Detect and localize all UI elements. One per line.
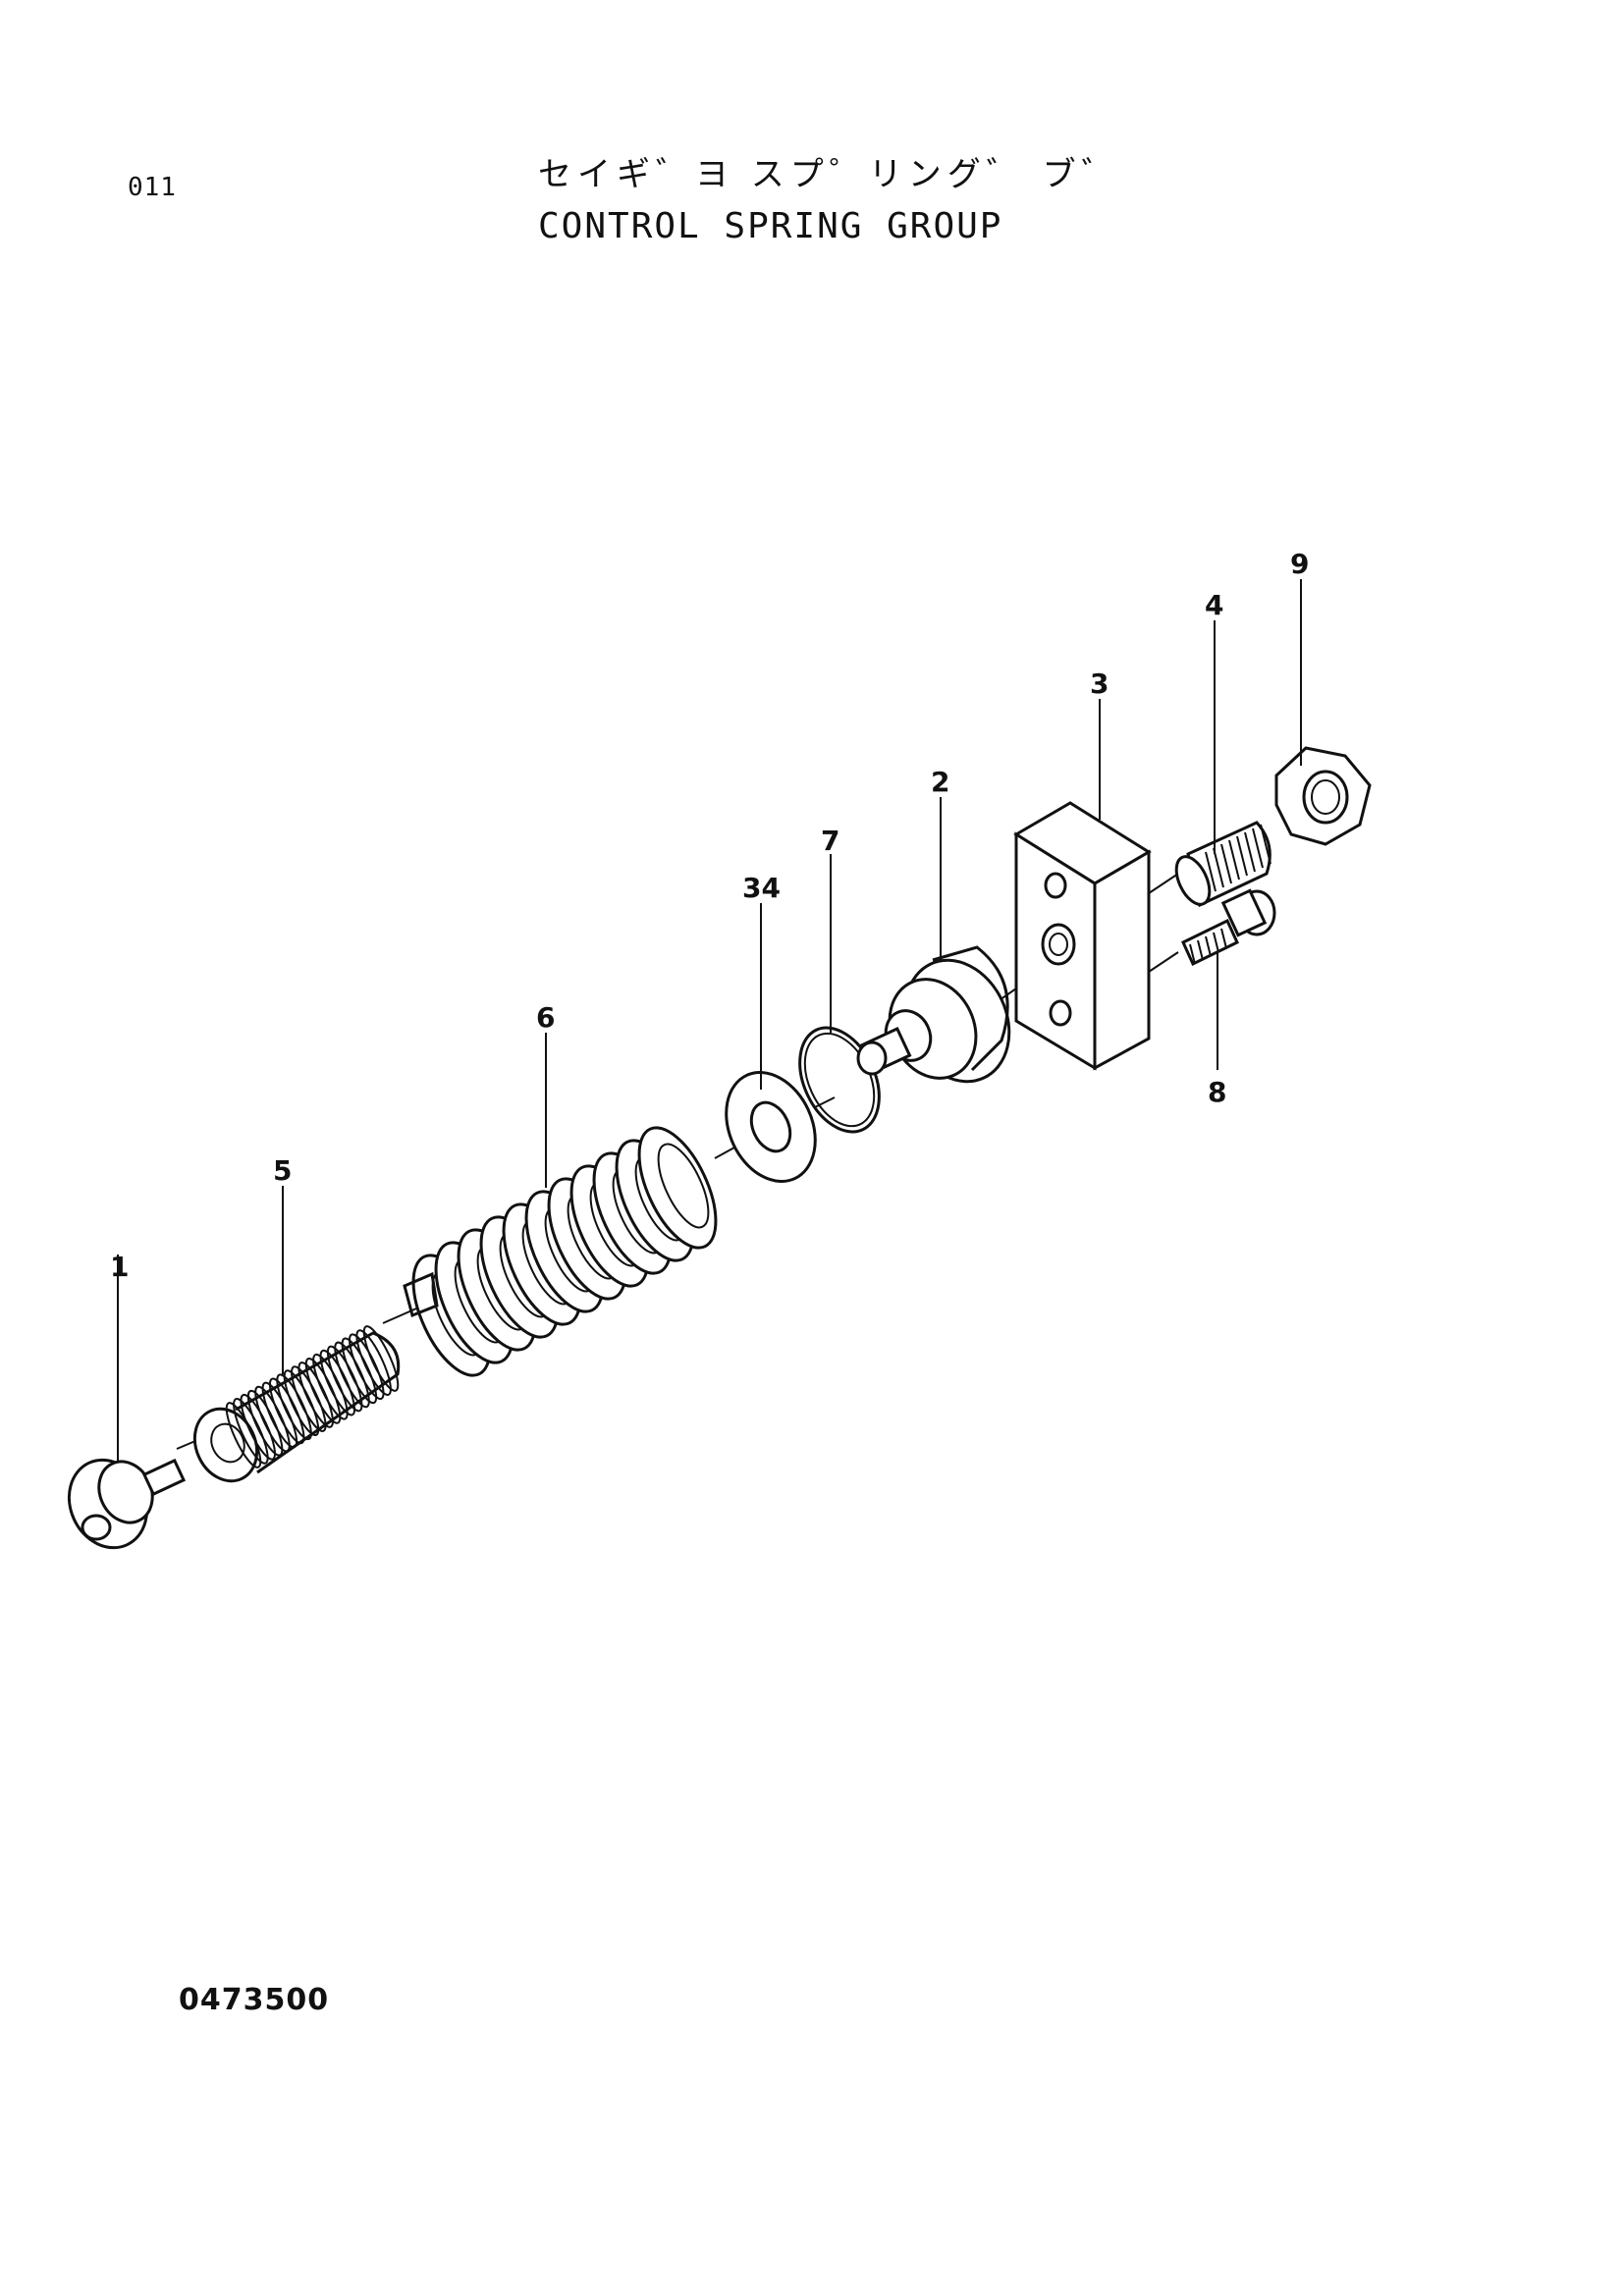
- leader-lines: [117, 579, 1302, 1461]
- part-5-inner-spring[interactable]: [184, 1323, 405, 1492]
- drawing-number: 0473500: [179, 1983, 330, 2017]
- part-34-washer[interactable]: [709, 1058, 832, 1197]
- part-4-set-screw[interactable]: [1169, 821, 1271, 909]
- callout-34: 34: [742, 872, 781, 904]
- callout-2: 2: [931, 766, 949, 798]
- callout-5: 5: [273, 1154, 292, 1187]
- part-9-hex-nut[interactable]: [1274, 746, 1372, 846]
- title-english: CONTROL SPRING GROUP: [538, 206, 1003, 246]
- part-2-spring-guide[interactable]: [856, 943, 1028, 1098]
- callout-6: 6: [536, 1001, 555, 1034]
- callout-1: 1: [110, 1251, 129, 1283]
- page-number: 011: [128, 173, 177, 202]
- callout-8: 8: [1208, 1076, 1226, 1108]
- part-3-block[interactable]: [1013, 801, 1152, 1071]
- part-8-bolt[interactable]: [1181, 888, 1276, 967]
- part-6-outer-spring[interactable]: [398, 1117, 731, 1387]
- callout-labels: 1 5 6 34 7 2 3 4 9 8: [110, 548, 1309, 1283]
- callout-3: 3: [1090, 667, 1109, 700]
- part-1-spring-seat[interactable]: [55, 1447, 187, 1560]
- callout-7: 7: [821, 825, 839, 857]
- title-japanese: セイギ゛ヨ スプ゜リング゛ ブ゛: [538, 155, 1121, 194]
- callout-9: 9: [1290, 548, 1309, 580]
- callout-4: 4: [1205, 589, 1223, 621]
